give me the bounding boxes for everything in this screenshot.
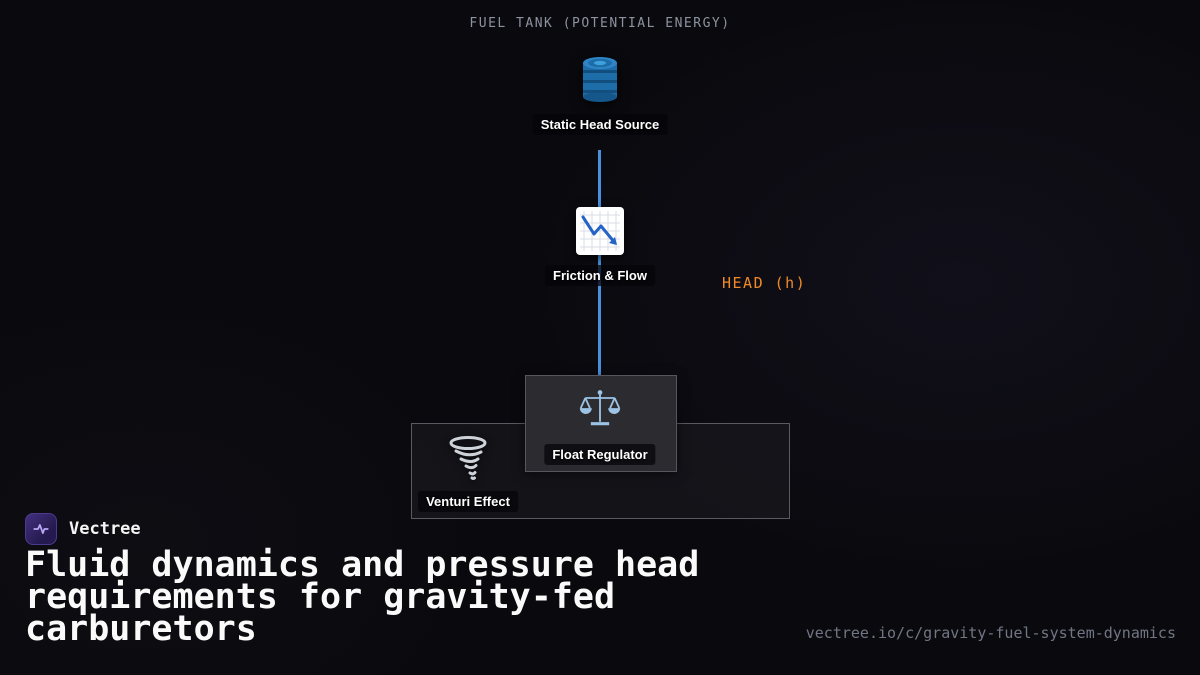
oil-drum-icon [579, 55, 621, 103]
friction-flow-label: Friction & Flow [545, 265, 655, 286]
float-regulator-label: Float Regulator [544, 444, 656, 465]
brand-name: Vectree [69, 519, 141, 539]
fuel-tank-caption: FUEL TANK (POTENTIAL ENERGY) [469, 16, 731, 31]
balance-scale-icon [578, 387, 622, 431]
canonical-url: vectree.io/c/gravity-fuel-system-dynamic… [805, 624, 1176, 642]
head-edge-label: HEAD (h) [722, 274, 807, 292]
vectree-logo [25, 513, 57, 545]
chart-decreasing-icon [576, 207, 624, 255]
static-head-source-label: Static Head Source [532, 114, 668, 135]
head-edge-line [598, 150, 601, 377]
page-title: Fluid dynamics and pressure head require… [25, 545, 700, 649]
venturi-effect-label: Venturi Effect [418, 491, 518, 512]
waveform-icon [33, 524, 49, 534]
tornado-icon [444, 434, 492, 482]
